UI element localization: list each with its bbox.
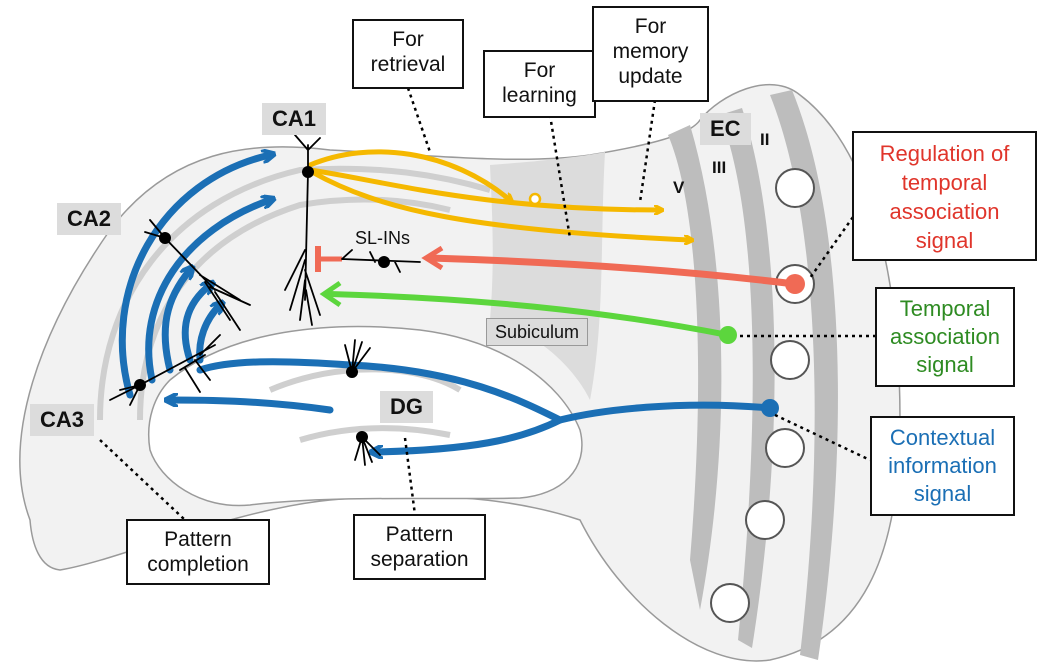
temporal-line-1: Temporal [899,296,991,321]
regulation-line-4: signal [915,228,974,253]
retrieval-line-1: For [392,28,424,51]
memory-update-line-3: update [618,65,683,88]
ca3-to-ca1-mid-arrow [145,200,270,384]
ca1-to-ec-learning-arrow [307,167,660,210]
learning-line-2: learning [502,84,577,107]
ec-layer-ii-band [770,90,838,660]
ec-cell-3 [770,340,810,380]
dg-upper-soma [346,366,358,378]
ec-layer-iii-label: III [712,158,727,177]
ca1-to-ec-retrieval-arrow [307,149,510,200]
ca3-recurrent-arrow-1 [161,270,190,374]
ec-layer-ii-label: II [760,130,770,149]
ca1-pyramidal-dendrites [284,134,321,326]
memory-update-line-2: memory [612,40,689,63]
sl-in-soma-1 [378,256,390,268]
perforant-path-to-ca3 [196,358,774,424]
ca1-to-ec-update-arrow [309,169,690,240]
ca1-label: CA1 [262,103,327,135]
memory-update-line-1: For [634,15,667,38]
memory-update-callout: For memory update [592,6,709,102]
dg-granule-lower-dendrites [354,436,381,466]
ec-cell-6 [710,583,750,623]
yellow-pathways [307,149,690,240]
ca3-recurrent-arrow-2 [181,285,210,364]
regulation-line-3: association [889,199,1000,224]
regulation-line-2: temporal [901,170,988,195]
subiculum-label: Subiculum [486,318,589,346]
regulation-pathway-arrowhead [421,245,444,271]
pyramidal-layer-arc-outer [97,165,491,421]
pattern-separation-line-1: Pattern [385,523,454,546]
ec-label: EC [700,113,751,145]
mossy-fiber-arrow [170,400,334,414]
temporal-callout: Temporal association signal [875,287,1015,387]
dg-label: DG [380,391,433,423]
ca2-soma [159,232,171,244]
regulation-source-dot [785,274,805,294]
contextual-source-dot [761,399,779,417]
regulation-callout: Regulation of temporal association signa… [852,131,1037,261]
temporal-pathway-arrowhead [319,280,342,308]
dg-granule-upper-dendrites [344,339,371,373]
ca3-pyramidal-dendrites [109,334,221,406]
ec-layer-v-band [668,125,722,610]
ca2-label: CA2 [57,203,122,235]
ec-cell-1 [775,168,815,208]
ca1-soma [302,166,314,178]
contextual-line-2: information [888,453,997,478]
ec-cell-4 [765,428,805,468]
pattern-completion-callout: Pattern completion [126,519,270,585]
learning-callout: For learning [483,50,596,118]
temporal-line-3: signal [916,352,974,377]
pattern-separation-line-2: separation [370,548,469,571]
regulation-line-1: Regulation of [879,141,1010,166]
pattern-completion-line-2: completion [147,553,249,576]
pattern-completion-leader [99,439,186,521]
sl-ins-label: SL-INs [355,228,411,248]
yellow-synapse-marker [528,192,542,206]
regulation-pathway [426,254,799,288]
neurons [109,134,421,466]
retrieval-leader [406,87,432,153]
memory-update-leader [638,99,657,203]
retrieval-line-2: retrieval [370,53,446,76]
contextual-line-3: signal [913,481,972,506]
ca3-soma [134,379,146,391]
pattern-separation-leader [403,437,417,516]
blue-pathways [118,155,774,452]
ca3-to-ca1-outer-arrow [118,155,270,399]
ca2-pyramidal-dendrites [144,219,251,331]
temporal-source-dot [719,326,737,344]
ec-cell-5 [745,500,785,540]
retrieval-callout: For retrieval [352,19,464,89]
pattern-completion-line-1: Pattern [164,528,232,551]
learning-line-1: For [523,59,556,82]
perforant-path-to-dg-arrow [375,416,564,452]
dentate-fold-outline [148,325,583,507]
dg-lower-soma [356,431,368,443]
ec-layer-v-label: V [673,178,685,197]
contextual-line-1: Contextual [889,425,996,450]
temporal-association-pathway [327,291,731,338]
granule-layer-arc-2 [299,425,451,443]
pattern-separation-callout: Pattern separation [353,514,486,580]
contextual-callout: Contextual information signal [870,416,1015,516]
temporal-line-2: association [889,324,1001,349]
ca3-label: CA3 [30,404,95,436]
